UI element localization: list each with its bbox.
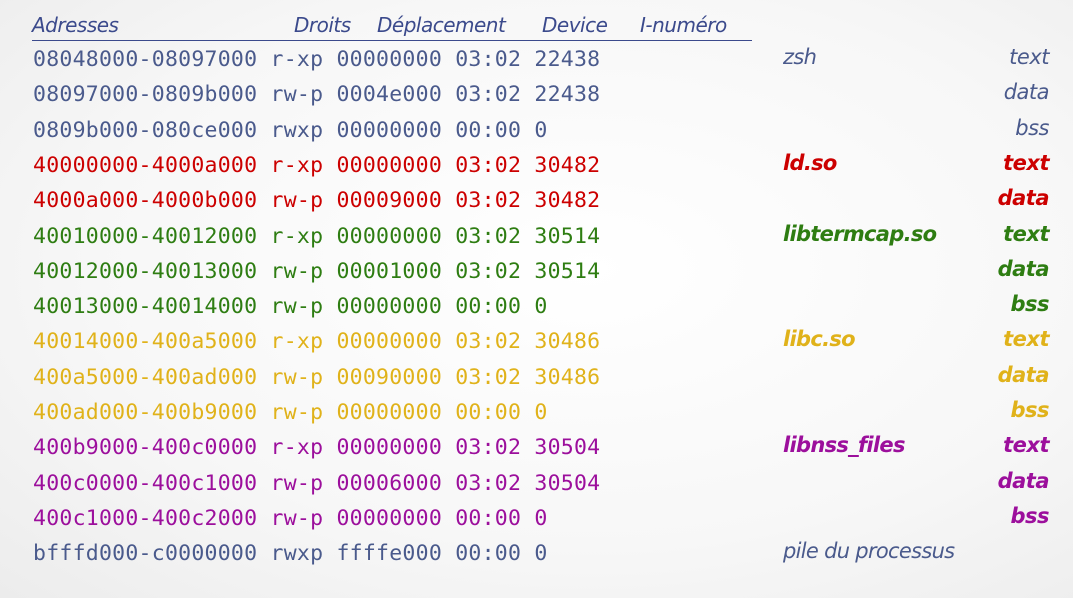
- map-entry-text: 0809b000-080ce000 rwxp 00000000 00:00 0: [33, 117, 548, 143]
- map-entry-text: 400ad000-400b9000 rw-p 00000000 00:00 0: [33, 400, 548, 425]
- map-entry-text: 08048000-08097000 r-xp 00000000 03:02 22…: [33, 47, 601, 72]
- library-label: libc.so: [783, 327, 856, 352]
- header-underline: [32, 40, 752, 41]
- library-label: pile du processus: [783, 539, 955, 564]
- map-entry-text: 400c1000-400c2000 rw-p 00000000 00:00 0: [33, 505, 548, 531]
- table-row: 0809b000-080ce000 rwxp 00000000 00:00 0 b…: [0, 115, 1073, 148]
- segment-label: data: [997, 256, 1050, 281]
- map-entry-text: 40010000-40012000 r-xp 00000000 03:02 30…: [33, 223, 601, 249]
- table-row: 08048000-08097000 r-xp 00000000 03:02 22…: [0, 45, 1073, 77]
- library-label: libnss_files: [783, 433, 905, 458]
- map-entry-text: 40014000-400a5000 r-xp 00000000 03:02 30…: [33, 329, 601, 355]
- map-entry-text: 40012000-40013000 rw-p 00001000 03:02 30…: [33, 258, 601, 284]
- table-row: bfffd000-c0000000 rwxp ffffe000 00:00 0 p…: [0, 539, 1073, 571]
- table-row: 40000000-4000a000 r-xp 00000000 03:02 30…: [0, 150, 1073, 183]
- table-row: 400b9000-400c0000 r-xp 00000000 03:02 30…: [0, 433, 1073, 465]
- table-row: 400c1000-400c2000 rw-p 00000000 00:00 0 b…: [0, 503, 1073, 536]
- table-row: 400a5000-400ad000 rw-p 00090000 03:02 30…: [0, 362, 1073, 395]
- segment-label: bss: [1010, 398, 1049, 422]
- map-entry-text: 40000000-4000a000 r-xp 00000000 03:02 30…: [33, 152, 601, 178]
- map-entry-text: 400c0000-400c1000 rw-p 00006000 03:02 30…: [33, 470, 601, 496]
- library-label: ld.so: [783, 150, 837, 175]
- segment-label: data: [997, 468, 1050, 493]
- map-entry-text: 4000a000-4000b000 rw-p 00009000 03:02 30…: [33, 188, 601, 214]
- map-entry-text: bfffd000-c0000000 rwxp ffffe000 00:00 0: [33, 541, 548, 567]
- segment-label: text: [1003, 221, 1049, 246]
- map-entry-text: 08097000-0809b000 rw-p 0004e000 03:02 22…: [33, 82, 601, 108]
- segment-label: data: [997, 186, 1050, 211]
- table-row: 400ad000-400b9000 rw-p 00000000 00:00 0 b…: [0, 398, 1073, 430]
- table-row: 400c0000-400c1000 rw-p 00006000 03:02 30…: [0, 468, 1073, 501]
- map-entry-text: 40013000-40014000 rw-p 00000000 00:00 0: [33, 294, 548, 320]
- table-row: 40010000-40012000 r-xp 00000000 03:02 30…: [0, 221, 1073, 254]
- header-device: Device: [542, 13, 608, 37]
- library-label: libtermcap.so: [783, 221, 937, 246]
- segment-label: bss: [1015, 115, 1049, 140]
- library-label: zsh: [783, 45, 817, 69]
- segment-label: text: [1003, 433, 1049, 458]
- table-row: 40014000-400a5000 r-xp 00000000 03:02 30…: [0, 327, 1073, 359]
- table-row: 40013000-40014000 rw-p 00000000 00:00 0 b…: [0, 292, 1073, 324]
- map-entry-text: 400b9000-400c0000 r-xp 00000000 03:02 30…: [33, 435, 601, 461]
- segment-label: data: [997, 362, 1050, 387]
- table-row: 40012000-40013000 rw-p 00001000 03:02 30…: [0, 256, 1073, 289]
- table-row: 4000a000-4000b000 rw-p 00009000 03:02 30…: [0, 186, 1073, 218]
- segment-label: text: [1003, 327, 1049, 352]
- segment-label: text: [1009, 45, 1049, 69]
- segment-label: text: [1003, 150, 1049, 175]
- segment-label: data: [1003, 80, 1050, 105]
- header-inumero: I-numéro: [640, 13, 727, 37]
- header-droits: Droits: [294, 13, 351, 37]
- header-adresses: Adresses: [32, 13, 119, 37]
- header-deplacement: Déplacement: [377, 13, 506, 37]
- table-row: 08097000-0809b000 rw-p 0004e000 03:02 22…: [0, 80, 1073, 112]
- segment-label: bss: [1010, 292, 1049, 317]
- segment-label: bss: [1010, 503, 1049, 528]
- map-entry-text: 400a5000-400ad000 rw-p 00090000 03:02 30…: [33, 364, 601, 390]
